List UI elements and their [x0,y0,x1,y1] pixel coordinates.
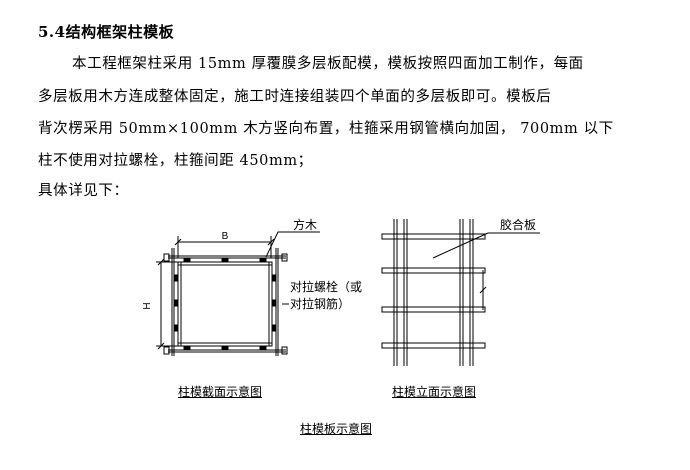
timber-stud [221,257,229,263]
paragraph-line-2: 多层板用木方连成整体固定，施工时连接组装四个单面的多层板即可。模板后 [38,89,552,105]
elevation-view-diagram [381,219,540,366]
caption-main: 柱模板示意图 [300,422,373,436]
section-heading: 5.4结构框架柱模板 [38,23,175,41]
leader-plywood [432,232,489,259]
elevation-hoop [381,306,486,313]
spacing-dimension-tick [479,286,487,294]
label-plywood: 胶合板 [500,217,536,232]
caption-elevation-view: 柱模立面示意图 [392,385,477,399]
paragraph-line-4: 柱不使用对拉螺栓，柱箍间距 450mm； [38,153,313,169]
bolt-end [281,253,288,262]
bolt-end [281,346,288,355]
timber-stud [221,345,229,351]
timber-stud [271,324,277,332]
elevation-hoop [381,233,486,240]
timber-stud [173,299,179,307]
elevation-hoop [381,342,486,349]
caption-section-view: 柱模截面示意图 [178,385,263,399]
dimension-b-tick-right [267,238,275,246]
dimension-h-tick-top [157,258,165,266]
timber-stud [183,257,191,263]
dimension-h-label: H [142,302,153,309]
timber-stud [173,274,179,282]
label-bolt-line-1: 对拉螺栓（或 [290,279,362,294]
dimension-b-label: B [222,231,229,242]
paragraph-line-3: 背次楞采用 50mm×100mm 木方竖向布置，柱箍采用钢管横向加固， 700m… [38,121,614,137]
dimension-b-tick-left [174,238,182,246]
timber-stud [173,324,179,332]
bolt-end [163,253,170,262]
dimension-h-tick-bottom [157,342,165,350]
label-timber: 方木 [293,217,317,232]
section-view-diagram [156,231,320,356]
timber-stud [271,299,277,307]
paragraph-line-5: 具体详见下： [38,183,129,199]
label-bolt-line-2: 对拉钢筋） [290,296,350,311]
timber-stud [183,345,191,351]
elevation-hoop [381,267,486,274]
timber-stud [259,345,267,351]
timber-stud [259,257,267,263]
timber-stud [271,274,277,282]
paragraph-line-1: 本工程框架柱采用 15mm 厚覆膜多层板配模，模板按照四面加工制作，每面 [72,56,584,72]
leader-timber [265,231,284,258]
bolt-end [163,346,170,355]
